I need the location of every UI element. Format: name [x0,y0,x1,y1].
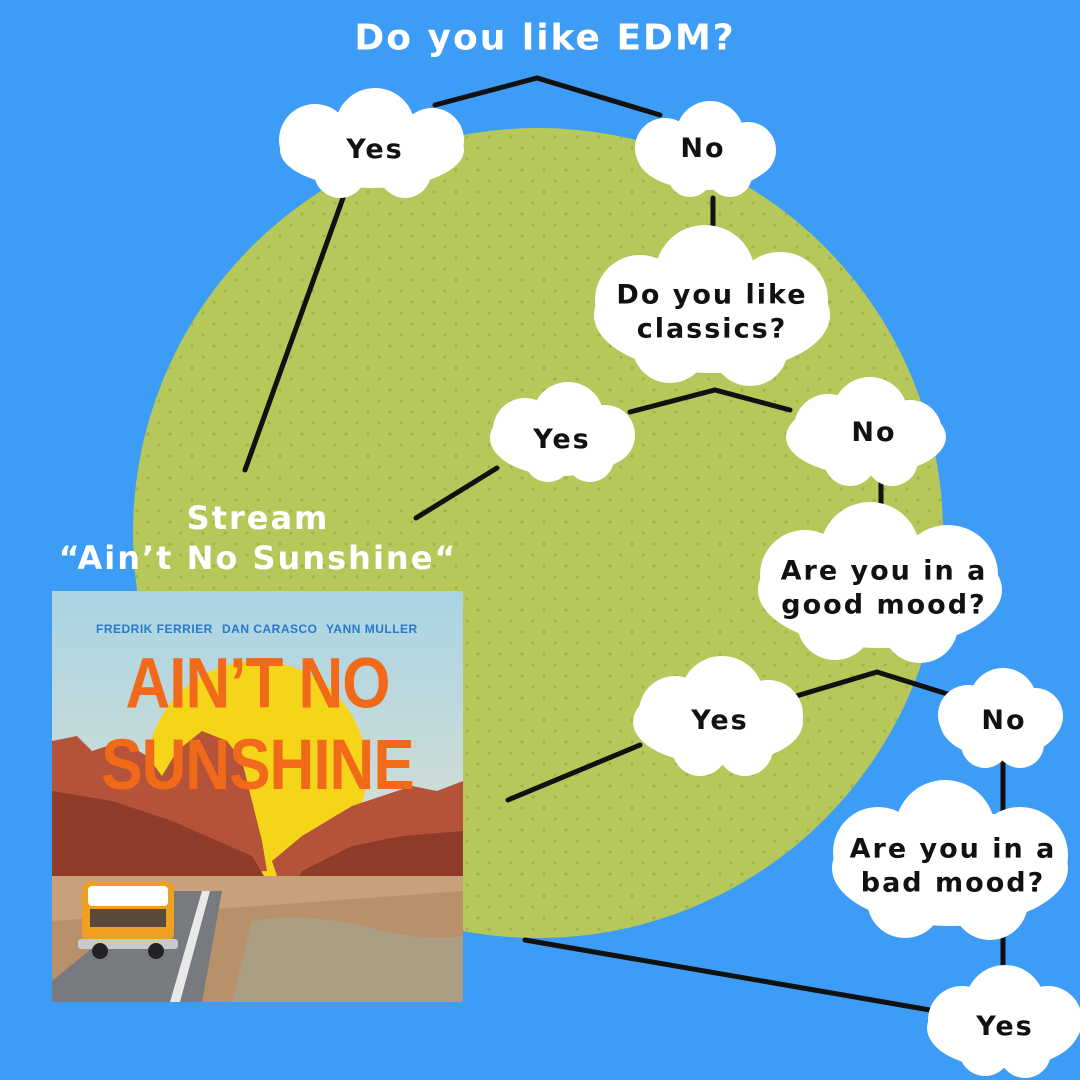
classics-connector [627,387,793,415]
bad-mood-yes-cloud [927,965,1080,1078]
question-good-mood-line2: good mood? [781,589,987,620]
classics-yes-label: Yes [533,424,591,456]
album-cover: FREDRIK FERRIER DAN CARASCO YANN MULLER … [52,591,463,1002]
classics-no-cloud [786,377,946,486]
album-artist-2: DAN CARASCO [222,622,318,636]
result-line1: Stream [186,499,330,537]
question-bad-mood: Are you in a bad mood? [850,832,1057,900]
edm-yes-connector [242,195,346,473]
edm-no-label: No [680,133,726,165]
edm-yes-cloud [279,88,464,198]
good-mood-no-label: No [981,705,1027,737]
album-artist-1: FREDRIK FERRIER [96,622,213,636]
edm-no-cloud [635,101,776,197]
good-mood-cloud [758,502,1002,663]
classics-yes-connector [413,465,500,521]
question-classics: Do you like classics? [616,278,807,346]
bad-mood-yes-connector [522,937,933,1013]
good-mood-yes-connector [505,742,643,803]
question-good-mood: Are you in a good mood? [781,554,988,622]
classics-no-label: No [851,417,897,449]
question-good-mood-line1: Are you in a [780,555,988,587]
good-mood-yes-label: Yes [691,705,749,737]
album-cover-illustration [52,591,463,1002]
edm-connector [432,75,663,118]
classics-yes-cloud [490,382,635,482]
good-mood-no-cloud [938,668,1063,768]
album-artist-3: YANN MULLER [326,622,418,636]
classics-cloud [594,225,830,386]
question-edm: Do you like EDM? [354,17,736,59]
result-line2: “Ain’t No Sunshine“ [58,539,458,577]
edm-yes-label: Yes [346,134,404,166]
question-bad-mood-line2: bad mood? [860,867,1046,898]
result-label: Stream “Ain’t No Sunshine“ [59,498,458,578]
bad-mood-yes-label: Yes [976,1011,1034,1043]
question-bad-mood-line1: Are you in a [849,833,1057,865]
good-mood-yes-cloud [633,656,803,776]
bad-mood-cloud [832,780,1068,940]
question-classics-line2: classics? [636,313,788,344]
question-classics-line1: Do you like [616,279,808,311]
good-mood-connector [790,669,960,700]
clouds [279,88,1080,1078]
album-title: AIN’T NO SUNSHINE [101,644,414,806]
